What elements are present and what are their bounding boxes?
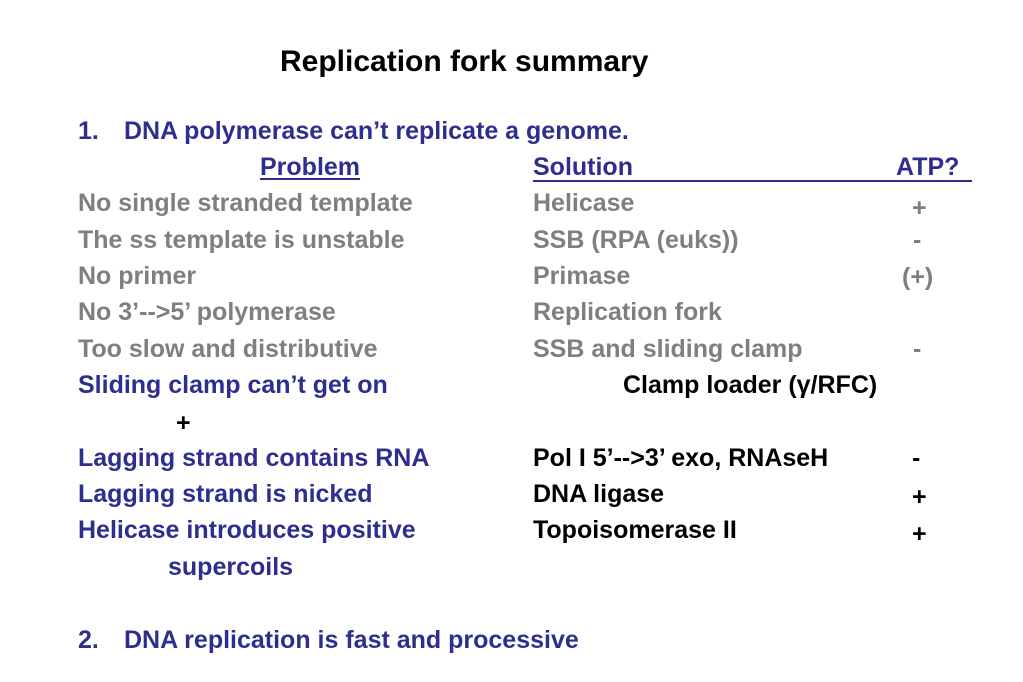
row-6-solution: Clamp loader (γ/RFC) — [623, 371, 878, 399]
row-3-solution: Primase — [533, 262, 631, 290]
section-2-number: 2. — [78, 626, 99, 654]
header-solution: Solution — [533, 153, 633, 181]
row-2-solution: SSB (RPA (euks)) — [533, 226, 739, 254]
row-7-problem: Lagging strand contains RNA — [78, 444, 430, 472]
section-1-heading: DNA polymerase can’t replicate a genome. — [124, 117, 629, 145]
row-1-problem: No single stranded template — [78, 189, 413, 217]
header-underline — [533, 180, 972, 182]
row-9-atp: + — [912, 520, 927, 548]
row-4-solution: Replication fork — [533, 298, 722, 326]
row-5-problem: Too slow and distributive — [78, 335, 378, 363]
row-5-atp: - — [913, 335, 922, 363]
page-title: Replication fork summary — [280, 45, 649, 78]
section-1-number: 1. — [78, 117, 99, 145]
row-2-atp: - — [913, 226, 922, 254]
row-4-problem: No 3’-->5’ polymerase — [78, 298, 336, 326]
row-9-problem-cont: supercoils — [168, 553, 294, 581]
row-6-problem: Sliding clamp can’t get on — [78, 371, 388, 399]
row-9-solution: Topoisomerase II — [533, 516, 737, 544]
row-5-solution: SSB and sliding clamp — [533, 335, 803, 363]
row-6-atp: + — [176, 409, 191, 437]
row-3-problem: No primer — [78, 262, 197, 290]
row-9-problem: Helicase introduces positive — [78, 516, 416, 544]
section-2-heading: DNA replication is fast and processive — [124, 626, 579, 654]
row-7-atp: - — [912, 444, 921, 472]
header-problem: Problem — [260, 153, 361, 181]
row-1-solution: Helicase — [533, 189, 635, 217]
row-8-solution: DNA ligase — [533, 480, 665, 508]
header-atp: ATP? — [896, 153, 960, 181]
row-3-atp: (+) — [902, 263, 934, 291]
row-8-atp: + — [912, 483, 927, 511]
row-7-solution: Pol I 5’-->3’ exo, RNAseH — [533, 444, 829, 472]
row-2-problem: The ss template is unstable — [78, 226, 405, 254]
row-8-problem: Lagging strand is nicked — [78, 480, 373, 508]
row-1-atp: + — [912, 194, 927, 222]
